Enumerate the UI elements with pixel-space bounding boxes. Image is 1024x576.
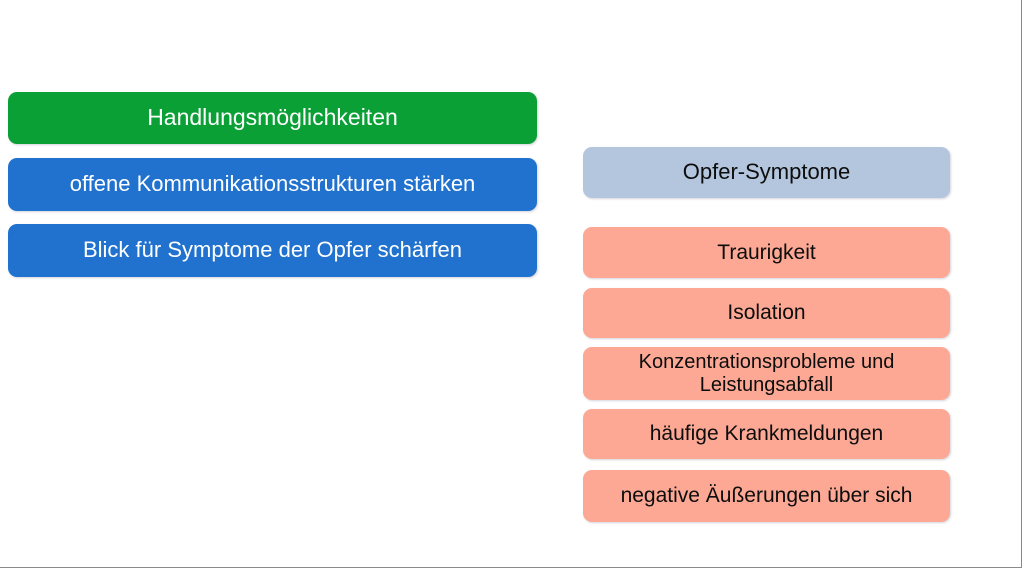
node-label: Blick für Symptome der Opfer schärfen bbox=[82, 237, 463, 263]
node-label: negative Äußerungen über sich bbox=[620, 484, 913, 508]
node-label: häufige Krankmeldungen bbox=[649, 422, 884, 446]
node-handlungsmoeglichkeiten[interactable]: Handlungsmöglichkeiten bbox=[8, 92, 537, 144]
slide-border-bottom bbox=[0, 567, 1022, 568]
node-opfer-symptome-header[interactable]: Opfer-Symptome bbox=[583, 147, 950, 198]
node-label: Konzentrationsprobleme und Leistungsabfa… bbox=[638, 351, 895, 396]
node-symptom-traurigkeit[interactable]: Traurigkeit bbox=[583, 227, 950, 278]
node-symptom-haeufige-krankmeldungen[interactable]: häufige Krankmeldungen bbox=[583, 409, 950, 459]
node-symptom-negative-aeusserungen[interactable]: negative Äußerungen über sich bbox=[583, 470, 950, 522]
node-label: Isolation bbox=[727, 301, 806, 325]
node-label: offene Kommunikationsstrukturen stärken bbox=[69, 171, 476, 197]
node-symptom-isolation[interactable]: Isolation bbox=[583, 288, 950, 338]
node-symptom-konzentrationsprobleme[interactable]: Konzentrationsprobleme und Leistungsabfa… bbox=[583, 347, 950, 400]
node-label: Opfer-Symptome bbox=[682, 159, 851, 185]
node-label: Handlungsmöglichkeiten bbox=[147, 104, 398, 131]
node-label: Traurigkeit bbox=[717, 240, 816, 264]
slide-border-right bbox=[1021, 0, 1022, 567]
node-offene-kommunikationsstrukturen[interactable]: offene Kommunikationsstrukturen stärken bbox=[8, 158, 537, 211]
node-blick-fuer-symptome[interactable]: Blick für Symptome der Opfer schärfen bbox=[8, 224, 537, 277]
